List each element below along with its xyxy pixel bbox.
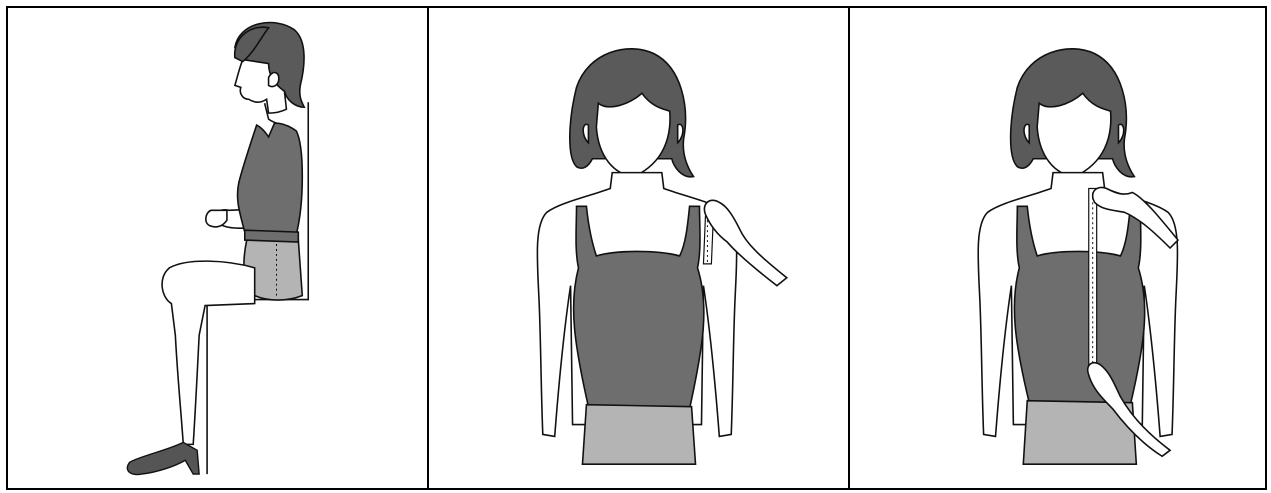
- panel-shoulder-measurement: [429, 8, 850, 488]
- woman-shoulder-measurement-icon: [429, 8, 848, 488]
- panel-front-length-measurement: [850, 8, 1265, 488]
- woman-front-length-measurement-icon: [850, 8, 1265, 488]
- panel-seated-measurement: [8, 8, 429, 488]
- illustration-panels: [6, 6, 1267, 490]
- woman-seated-hip-measurement-icon: [8, 8, 427, 488]
